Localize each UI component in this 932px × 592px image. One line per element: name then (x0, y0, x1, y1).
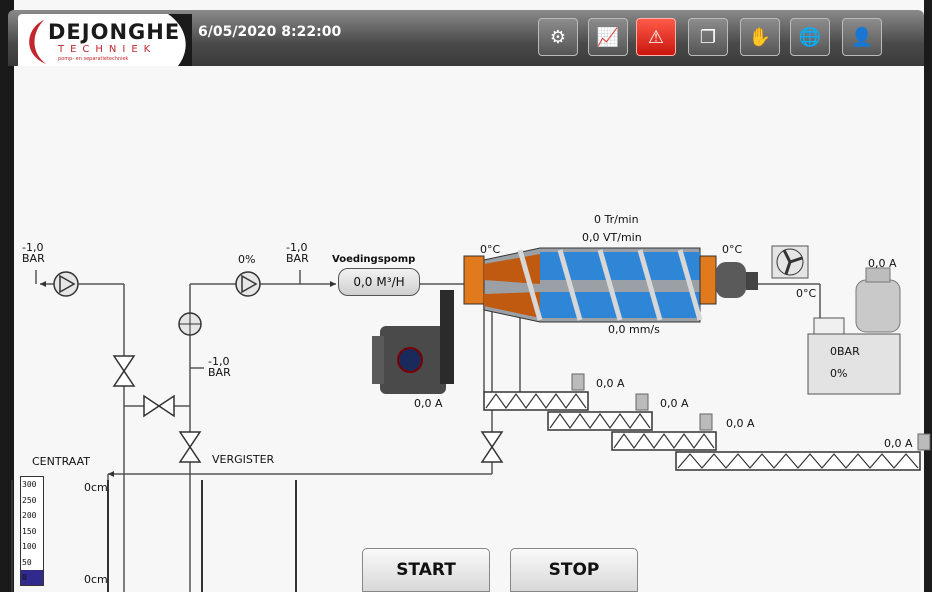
hydraulic-current: 0,0 A (868, 257, 897, 270)
pressure-suction: -1,0 BAR (22, 241, 45, 265)
alarm-warning-icon: ⚠ (647, 26, 665, 48)
screen-frame-left (0, 0, 14, 592)
flow-unit: M³/H (376, 275, 405, 289)
scale-tick-label: 0 (22, 573, 27, 582)
suction-pump-icon (53, 271, 79, 297)
centraat-level-gauge (20, 476, 44, 586)
filter-icon (178, 312, 202, 336)
scale-tick-label: 250 (22, 495, 37, 505)
vergister-label: VERGISTER (212, 453, 275, 466)
datetime-display: 6/05/2020 8:22:00 (198, 24, 342, 40)
logo-tagline: pomp- en separatietechniek (58, 56, 129, 62)
pressure-feed: -1,0 BAR (286, 241, 309, 265)
screw1-current: 0,0 A (596, 377, 625, 390)
screen-frame-right (924, 0, 932, 592)
centraat-label: CENTRAAT (32, 455, 90, 468)
fan-icon (771, 245, 809, 279)
gear-icon: ⚙ (549, 26, 567, 48)
pressure-filter: -1,0 BAR (208, 355, 231, 379)
hydraulic-percent: 0% (830, 367, 848, 380)
feed-pump-percent: 0% (238, 253, 256, 266)
flow-value: 0,0 (353, 275, 373, 289)
logo-text: DEJONGHE (48, 20, 181, 44)
scale-tick-label: 150 (22, 526, 37, 536)
user-icon: 👤 (850, 26, 874, 48)
level-top: 0cm (84, 481, 108, 494)
alarm-warning-button[interactable]: ⚠ (636, 18, 676, 56)
motor-current: 0,0 A (414, 397, 443, 410)
temp-bearing-left: 0°C (480, 243, 501, 256)
globe-icon: 🌐 (798, 26, 822, 48)
trend-chart-button[interactable]: 📈 (588, 18, 628, 56)
scale-tick-label: 50 (22, 557, 32, 567)
flow-readout: 0,0 M³/H (338, 268, 420, 296)
screw4-current: 0,0 A (884, 437, 913, 450)
hydraulic-pressure: 0BAR (830, 345, 860, 358)
level-bottom: 0cm (84, 573, 108, 586)
hand-button[interactable]: ✋ (740, 18, 780, 56)
screw3-current: 0,0 A (726, 417, 755, 430)
decanter-centrifuge-icon (463, 247, 758, 323)
feed-pump-icon (235, 271, 261, 297)
gear-button[interactable]: ⚙ (538, 18, 578, 56)
hand-icon: ✋ (748, 26, 772, 48)
level-fill (21, 569, 43, 585)
documents-icon: ❐ (699, 26, 717, 48)
decanter-motor-icon (372, 290, 454, 394)
logo-subtext: TECHNIEK (58, 44, 157, 55)
start-button[interactable]: START (362, 548, 490, 592)
hydraulic-unit-icon (807, 267, 901, 395)
differential-speed: 0,0 VT/min (582, 231, 642, 244)
feed-pump-label: Voedingspomp (332, 254, 416, 265)
bowl-speed: 0 Tr/min (594, 213, 639, 226)
scale-tick-label: 300 (22, 480, 37, 489)
company-logo: DEJONGHE TECHNIEK pomp- en separatietech… (18, 14, 192, 66)
user-button[interactable]: 👤 (842, 18, 882, 56)
temp-bearing-right: 0°C (722, 243, 743, 256)
globe-button[interactable]: 🌐 (790, 18, 830, 56)
trend-chart-icon: 📈 (596, 26, 620, 48)
fan-temp: 0°C (796, 287, 817, 300)
scale-tick-label: 200 (22, 511, 37, 520)
screw2-current: 0,0 A (660, 397, 689, 410)
logo-swoosh-icon (29, 14, 192, 66)
scale-tick-label: 100 (22, 542, 37, 551)
vibration: 0,0 mm/s (608, 323, 660, 336)
stop-button[interactable]: STOP (510, 548, 638, 592)
documents-button[interactable]: ❐ (688, 18, 728, 56)
